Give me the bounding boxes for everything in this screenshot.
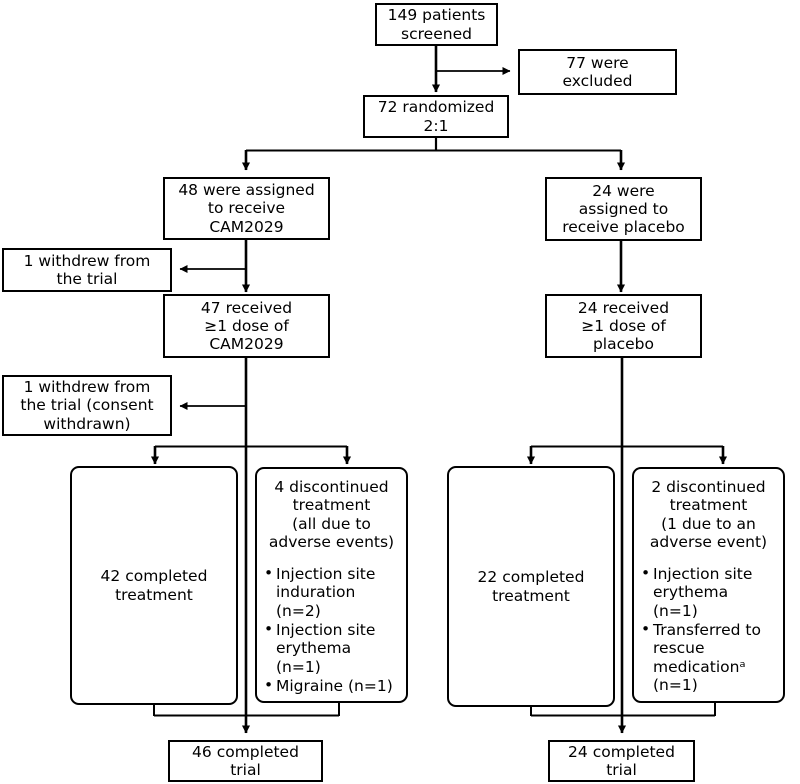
node-excluded: 77 were excluded <box>518 49 677 95</box>
node-completed-trial-placebo: 24 completed trial <box>548 740 695 782</box>
connector-placebo-treatment-split <box>526 445 728 465</box>
discontinued-cam-adverse-event-list: •Injection site induration (n=2) •Inject… <box>263 564 400 696</box>
discontinued-cam-heading: 4 discontinued treatment (all due to adv… <box>268 478 395 551</box>
node-completed-treatment-placebo: 22 completed treatment <box>447 466 615 707</box>
list-item: •Injection site erythema (n=1) <box>640 564 777 620</box>
bullet-icon: • <box>641 619 651 638</box>
bullet-icon: • <box>264 619 274 638</box>
node-withdrew-consent-withdrawn: 1 withdrew from the trial (consent withd… <box>2 375 172 436</box>
node-discontinued-treatment-cam2029: 4 discontinued treatment (all due to adv… <box>255 467 408 703</box>
connector-randomized-split <box>241 138 626 171</box>
node-assigned-placebo: 24 were assigned to receive placebo <box>545 177 702 241</box>
connector-cam-treatment-split <box>150 445 352 465</box>
bullet-icon: • <box>641 564 651 583</box>
node-received-dose-placebo: 24 received ≥1 dose of placebo <box>545 294 702 358</box>
node-assigned-cam2029: 48 were assigned to receive CAM2029 <box>163 177 330 240</box>
node-screened: 149 patients screened <box>375 3 498 46</box>
list-item-label: Injection site erythema (n=1) <box>653 565 753 620</box>
discontinued-placebo-adverse-event-list: •Injection site erythema (n=1) •Transfer… <box>640 564 777 695</box>
connector-assigned-cam-to-received-cam <box>179 240 251 293</box>
connector-placebo-trial-join <box>530 703 716 717</box>
list-item-label: Migraine (n=1) <box>276 676 393 695</box>
node-completed-treatment-cam2029: 42 completed treatment <box>70 466 238 705</box>
list-item-label: Transferred to rescue medicationᵃ (n=1) <box>653 620 761 694</box>
node-completed-trial-cam2029: 46 completed trial <box>168 740 323 782</box>
list-item: •Injection site erythema (n=1) <box>263 619 400 676</box>
list-item: •Transferred to rescue medicationᵃ (n=1) <box>640 619 777 694</box>
bullet-icon: • <box>264 564 274 583</box>
connector-cam-trial-join <box>153 703 340 717</box>
list-item-label: Injection site induration (n=2) <box>276 565 376 620</box>
node-randomized: 72 randomized 2:1 <box>363 95 509 138</box>
bullet-icon: • <box>264 675 274 694</box>
list-item: •Injection site induration (n=2) <box>263 564 400 620</box>
discontinued-placebo-heading: 2 discontinued treatment (1 due to an ad… <box>649 478 768 551</box>
node-received-dose-cam2029: 47 received ≥1 dose of CAM2029 <box>163 294 330 358</box>
node-withdrew-from-trial: 1 withdrew from the trial <box>2 248 172 292</box>
node-discontinued-treatment-placebo: 2 discontinued treatment (1 due to an ad… <box>632 467 785 703</box>
connector-received-cam-trunk <box>179 358 251 734</box>
list-item-label: Injection site erythema (n=1) <box>276 620 376 676</box>
list-item: •Migraine (n=1) <box>263 675 400 695</box>
